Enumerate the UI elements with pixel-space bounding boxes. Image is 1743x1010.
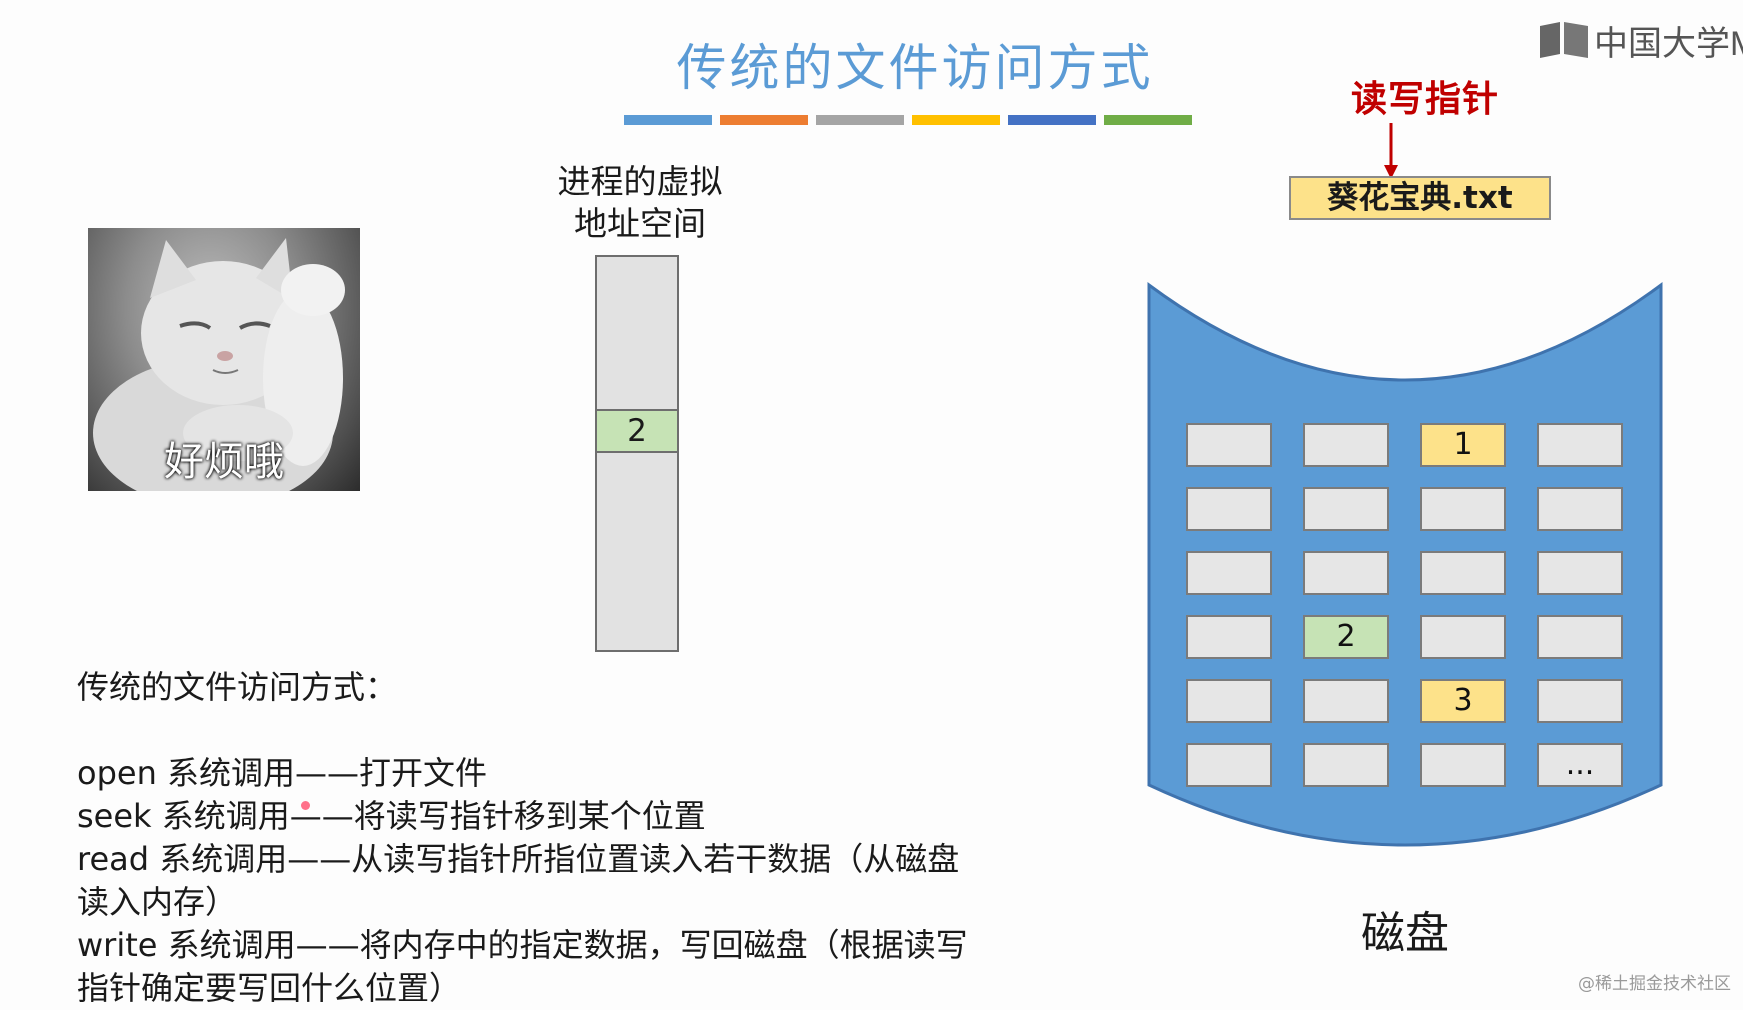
logo-label: 中国大学M: [1594, 24, 1743, 63]
disk-block: [1186, 551, 1272, 595]
book-logo-icon: [1540, 22, 1588, 58]
disk-block: [1186, 615, 1272, 659]
meme-caption: 好烦哦: [164, 439, 284, 485]
slide-title: 传统的文件访问方式: [676, 39, 1154, 97]
disk-block: [1537, 615, 1623, 659]
disk-block: [1537, 551, 1623, 595]
disk-block: [1420, 487, 1506, 531]
disk-block: [1186, 423, 1272, 467]
disk-block: [1186, 743, 1272, 787]
vas-label-line-1: 进程的虚拟: [557, 162, 723, 201]
down-arrow-icon: [1384, 123, 1398, 179]
disk-block: [1537, 487, 1623, 531]
cat-illustration: [93, 238, 345, 491]
syscall-description: 传统的文件访问方式： open 系统调用——打开文件 seek 系统调用——将读…: [77, 666, 1087, 1010]
virtual-address-space-label: 进程的虚拟 地址空间: [520, 161, 760, 245]
laser-pointer-dot: [301, 801, 310, 810]
vas-label-line-2: 地址空间: [574, 204, 706, 243]
title-bar-1: [624, 115, 712, 125]
vas-data-cell: 2: [595, 409, 679, 453]
disk-block: [1537, 423, 1623, 467]
title-bar-4: [912, 115, 1000, 125]
logo: 中国大学M: [1538, 14, 1743, 66]
description-heading: 传统的文件访问方式：: [77, 668, 398, 706]
disk-block: [1420, 551, 1506, 595]
disk-block: 2: [1303, 615, 1389, 659]
disk-block: [1303, 551, 1389, 595]
write-syscall-line-2: 指针确定要写回什么位置）: [77, 969, 462, 1007]
write-syscall-line-1: write 系统调用——将内存中的指定数据，写回磁盘（根据读写: [77, 926, 968, 964]
disk-block: [1537, 679, 1623, 723]
disk-block: [1186, 487, 1272, 531]
disk-block: [1303, 487, 1389, 531]
disk-block: ...: [1537, 743, 1623, 787]
title-bar-6: [1104, 115, 1192, 125]
disk-block: 3: [1420, 679, 1506, 723]
disk-block: [1420, 615, 1506, 659]
rw-pointer-label: 读写指针: [1350, 79, 1499, 120]
disk-shape: [1147, 282, 1663, 847]
disk-block: [1303, 679, 1389, 723]
virtual-address-space-column: [595, 255, 679, 652]
title-bar-5: [1008, 115, 1096, 125]
file-name-box: 葵花宝典.txt: [1289, 176, 1551, 220]
cat-meme-image: 好烦哦: [88, 228, 360, 491]
title-bar-2: [720, 115, 808, 125]
disk-label: 磁盘: [1361, 908, 1449, 959]
watermark: @稀土掘金技术社区: [1578, 974, 1731, 994]
disk-block: [1303, 743, 1389, 787]
disk-block: [1420, 743, 1506, 787]
disk-block: [1303, 423, 1389, 467]
title-color-bars: [624, 115, 1192, 125]
disk-block: [1186, 679, 1272, 723]
read-syscall-line-2: 读入内存）: [77, 883, 238, 921]
title-bar-3: [816, 115, 904, 125]
open-syscall-line: open 系统调用——打开文件: [77, 754, 488, 792]
seek-syscall-line: seek 系统调用——将读写指针移到某个位置: [77, 797, 706, 835]
disk-block: 1: [1420, 423, 1506, 467]
read-syscall-line-1: read 系统调用——从读写指针所指位置读入若干数据（从磁盘: [77, 840, 960, 878]
blank-line: [77, 709, 1087, 752]
